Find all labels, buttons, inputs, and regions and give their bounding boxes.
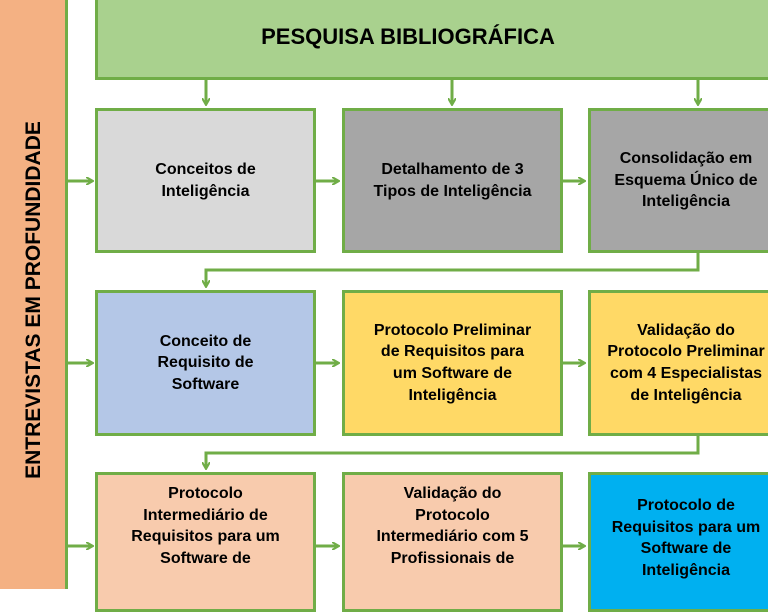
literature-research-title: PESQUISA BIBLIOGRÁFICA — [261, 24, 555, 49]
interviews-side-bar: ENTREVISTAS EM PROFUNDIDADE — [0, 0, 68, 589]
intelligence-consolidation-box: Consolidação em Esquema Único de Intelig… — [588, 108, 768, 253]
literature-research-box: PESQUISA BIBLIOGRÁFICA — [95, 0, 768, 80]
software-requirement-concept-box: Conceito de Requisito de Software — [95, 290, 316, 436]
intelligence-concepts-box: Conceitos de Inteligência — [95, 108, 316, 253]
preliminary-protocol-box: Protocolo Preliminar de Requisitos para … — [342, 290, 563, 436]
row-1-to-row-2-connector — [206, 253, 700, 286]
row-2-to-row-3-connector — [206, 436, 700, 468]
flow-connectors — [68, 80, 768, 589]
preliminary-protocol-validation-box: Validação do Protocolo Preliminar com 4 … — [588, 290, 768, 436]
intelligence-types-detail-box: Detalhamento de 3 Tipos de Inteligência — [342, 108, 563, 253]
